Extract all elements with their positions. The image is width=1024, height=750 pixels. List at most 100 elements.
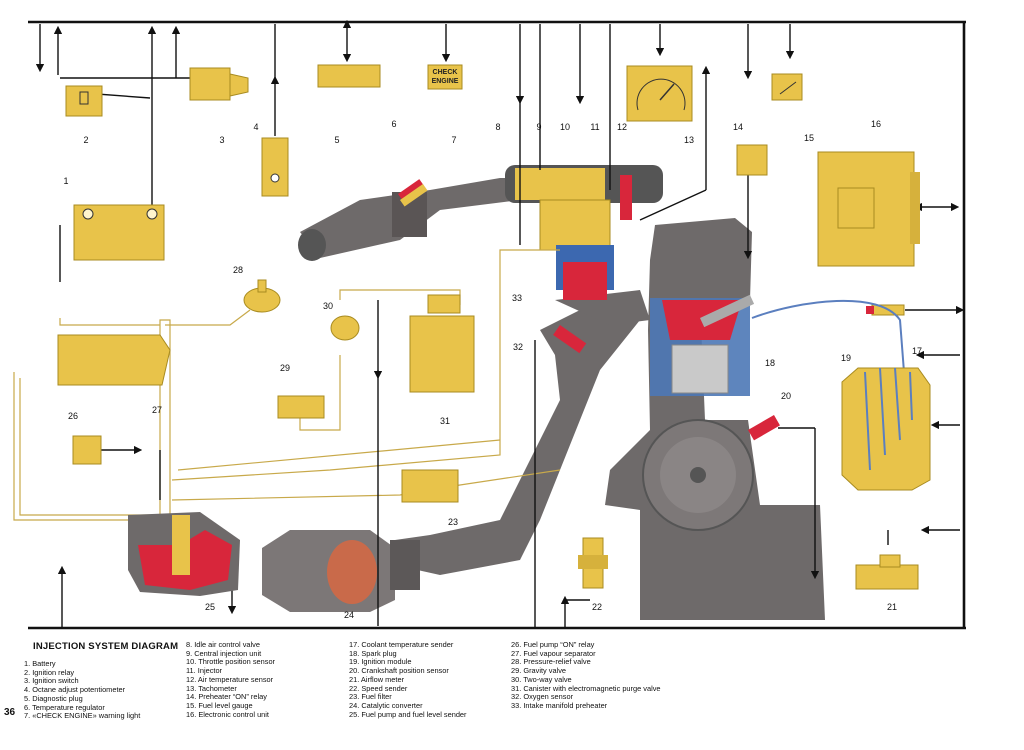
label-9: 9 [536,122,541,132]
label-3: 3 [219,135,224,145]
legend-item: 23. Fuel filter [349,692,392,702]
legend-item: 19. Ignition module [349,657,412,667]
air-intake-duct [298,178,520,261]
speed-sender [578,537,608,589]
legend-item: 1. Battery [24,659,56,668]
fuel-level-gauge [771,73,803,101]
tachometer [626,65,693,122]
legend-item: 10. Throttle position sensor [186,657,276,667]
fuel-pump-relay [72,435,102,465]
label-12: 12 [617,122,627,132]
legend-item: 4. Octane adjust potentiometer [24,685,126,695]
legend-column-4: 26. Fuel pump “ON” relay 27. Fuel vapour… [511,640,661,711]
legend-item: 20. Crankshaft position sensor [349,666,449,676]
label-11: 11 [590,122,599,132]
wiring-frame [28,20,966,630]
legend-item: 13. Tachometer [186,683,237,693]
legend-item: 32. Oxygen sensor [511,692,574,702]
label-6: 6 [391,119,396,129]
fuel-tank [128,512,240,596]
legend-item: 2. Ignition relay [24,667,75,677]
label-13: 13 [684,135,694,145]
label-10: 10 [560,122,570,132]
legend-item: 7. «CHECK ENGINE» warning light [24,711,141,721]
label-23: 23 [448,517,458,527]
crankshaft-sensor [748,415,780,441]
preheater-relay [736,144,768,176]
ignition-module [841,367,931,491]
label-14: 14 [733,122,743,132]
pressure-relief-valve [243,279,281,313]
legend-item: 5. Diagnostic plug [24,693,83,703]
legend-item: 11. Injector [186,666,223,676]
label-5: 5 [334,135,339,145]
gravity-valve [277,395,325,419]
ignition-switch [189,67,249,101]
legend-item: 17. Coolant temperature sender [349,640,454,649]
diagnostic-plug [317,64,381,88]
fuel-vapour-separator [57,334,171,386]
engine-block [605,218,825,620]
battery [73,204,165,261]
label-8: 8 [495,122,500,132]
label-19: 19 [841,353,851,363]
legend-item: 3. Ignition switch [24,676,79,686]
legend-item: 25. Fuel pump and fuel level sender [349,709,467,719]
wiring [35,19,965,628]
legend-item: 6. Temperature regulator [24,702,105,712]
air-temperature-sensor [622,182,632,218]
coolant-temp-sender [866,304,905,316]
component-number-labels: 1 2 3 4 5 6 7 8 9 10 11 12 13 14 15 16 1… [63,119,922,620]
legend-item: 31. Canister with electromagnetic purge … [511,683,661,693]
canister [409,294,475,393]
fuel-filter [401,469,459,503]
label-26: 26 [68,411,78,421]
legend-item: 33. Intake manifold preheater [511,700,608,710]
electronic-control-unit [817,151,920,267]
legend-item: 9. Central injection unit [186,648,262,658]
label-15: 15 [804,133,814,143]
label-33: 33 [512,293,522,303]
label-17: 17 [912,346,922,356]
label-18: 18 [765,358,775,368]
label-16: 16 [871,119,881,129]
octane-potentiometer [261,137,289,197]
injection-system-diagram: CHECK ENGINE [13,19,966,630]
legend-column-1: 1. Battery 2. Ignition relay 3. Ignition… [24,659,141,721]
label-24: 24 [344,610,354,620]
ignition-relay [65,85,103,117]
legend-item: 30. Two-way valve [511,674,572,684]
diagram-title: INJECTION SYSTEM DIAGRAM [33,641,179,652]
two-way-valve [330,315,360,341]
spark-plug-lead [751,299,906,386]
label-27: 27 [152,405,162,415]
label-7: 7 [451,135,456,145]
legend-item: 27. Fuel vapour separator [511,648,596,658]
label-29: 29 [280,363,290,373]
legend-item: 14. Preheater “ON” relay [186,692,267,702]
legend-column-3: 17. Coolant temperature sender 18. Spark… [349,640,467,719]
legend-item: 26. Fuel pump “ON” relay [511,640,595,649]
oxygen-sensor [553,325,587,354]
label-25: 25 [205,602,215,612]
legend-item: 24. Catalytic converter [349,700,423,710]
legend-item: 8. Idle air control valve [186,640,260,649]
label-21: 21 [887,602,897,612]
check-engine-text-2: ENGINE [432,78,459,85]
check-engine-text-1: CHECK [433,69,458,76]
legend-item: 18. Spark plug [349,648,397,658]
page-number: 36 [4,707,16,718]
legend-item: 21. Airflow meter [349,674,405,684]
legend-item: 29. Gravity valve [511,666,567,676]
legend-item: 28. Pressure-relief valve [511,657,591,667]
check-engine-light: CHECK ENGINE [427,64,463,90]
label-28: 28 [233,265,243,275]
catalytic-converter [262,530,420,612]
legend-item: 12. Air temperature sensor [186,674,274,684]
legend-column-2: 8. Idle air control valve 9. Central inj… [186,640,276,719]
label-32: 32 [513,342,523,352]
legend-item: 15. Fuel level gauge [186,700,253,710]
label-30: 30 [323,301,333,311]
label-31: 31 [440,416,450,426]
label-20: 20 [781,391,791,401]
